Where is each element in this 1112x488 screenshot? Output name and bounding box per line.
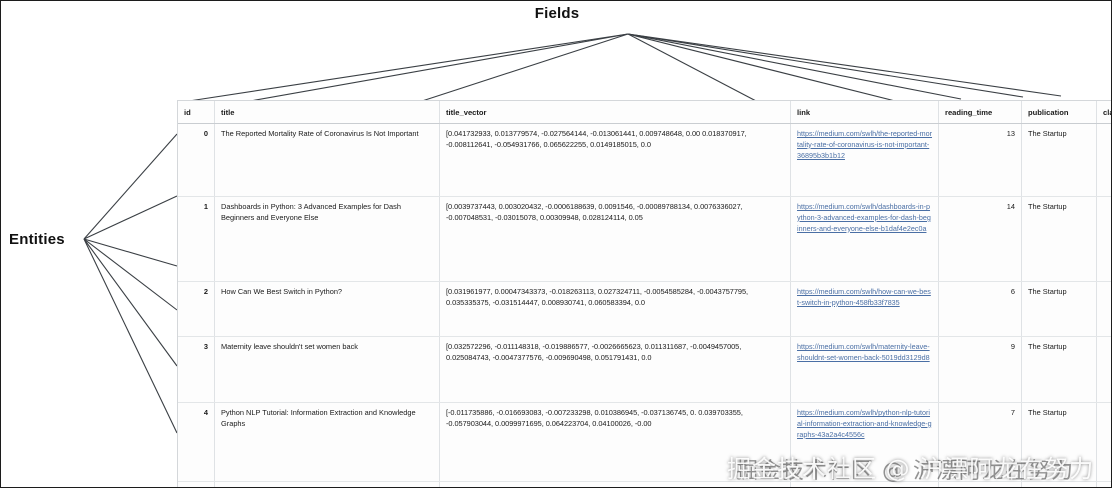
cell-title-vector: [0.041732933, 0.013779574, -0.027564144,… xyxy=(439,123,791,197)
cell-title-vector: [0.006832482, 0.012578678, -0.0032038011… xyxy=(439,481,791,487)
article-link[interactable]: https://medium.com/swlh/maternity-leave-… xyxy=(797,342,930,362)
cell-title-vector: [0.0039737443, 0.003020432, -0.000618863… xyxy=(439,196,791,282)
cell-claps: 1100 xyxy=(1096,123,1111,197)
cell-publication: The Startup xyxy=(1021,196,1097,282)
cell-reading-time: 7 xyxy=(938,402,1022,482)
cell-link[interactable]: https://medium.com/swlh/guide-to-nest-js… xyxy=(790,481,939,487)
cell-id: 4 xyxy=(178,402,215,482)
cell-publication: The Startup xyxy=(1021,336,1097,403)
column-header-claps[interactable]: claps xyxy=(1096,101,1111,124)
cell-title: The Reported Mortality Rate of Coronavir… xyxy=(214,123,440,197)
dataframe-table-container[interactable]: id title title_vector link reading_time … xyxy=(177,100,1111,487)
cell-claps: 726 xyxy=(1096,196,1111,282)
cell-reading-time: 6 xyxy=(938,281,1022,337)
column-header-title-vector[interactable]: title_vector xyxy=(439,101,791,124)
cell-title-vector: [0.032572296, -0.011148318, -0.019886577… xyxy=(439,336,791,403)
cell-claps: 460 xyxy=(1096,336,1111,403)
table-header-row: id title title_vector link reading_time … xyxy=(178,101,1111,124)
cell-id: 1 xyxy=(178,196,215,282)
dataframe-table: id title title_vector link reading_time … xyxy=(178,101,1111,487)
article-link[interactable]: https://medium.com/swlh/python-nlp-tutor… xyxy=(797,408,932,439)
column-header-id[interactable]: id xyxy=(178,101,215,124)
cell-id: 0 xyxy=(178,123,215,197)
cell-title-vector: [0.031961977, 0.00047343373, -0.01826311… xyxy=(439,281,791,337)
table-row[interactable]: 1 Dashboards in Python: 3 Advanced Examp… xyxy=(178,196,1111,282)
cell-link[interactable]: https://medium.com/swlh/dashboards-in-py… xyxy=(790,196,939,282)
cell-id: 2 xyxy=(178,281,215,337)
fields-connectors xyxy=(188,33,1062,104)
article-link[interactable]: https://medium.com/swlh/the-reported-mor… xyxy=(797,129,933,160)
cell-title: Python NLP Tutorial: Information Extract… xyxy=(214,402,440,482)
cell-link[interactable]: https://medium.com/swlh/maternity-leave-… xyxy=(790,336,939,403)
entities-connectors xyxy=(83,133,178,434)
table-row[interactable]: 0 The Reported Mortality Rate of Coronav… xyxy=(178,123,1111,197)
cell-id: 3 xyxy=(178,336,215,403)
cell-claps: 560 xyxy=(1096,281,1111,337)
cell-link[interactable]: https://medium.com/swlh/how-can-we-best-… xyxy=(790,281,939,337)
cell-link[interactable]: https://medium.com/swlh/python-nlp-tutor… xyxy=(790,402,939,482)
table-row[interactable]: 2 How Can We Best Switch in Python? [0.0… xyxy=(178,281,1111,337)
cell-title: Guide to Nest JS-RabbitMQ Microservices xyxy=(214,481,440,487)
article-link[interactable]: https://medium.com/swlh/dashboards-in-py… xyxy=(797,202,931,233)
cell-publication: The Startup xyxy=(1021,481,1097,487)
cell-publication: The Startup xyxy=(1021,123,1097,197)
entities-label: Entities xyxy=(9,231,65,248)
column-header-publication[interactable]: publication xyxy=(1021,101,1097,124)
fields-label: Fields xyxy=(534,5,580,22)
table-row[interactable]: 5 Guide to Nest JS-RabbitMQ Microservice… xyxy=(178,481,1111,487)
cell-publication: The Startup xyxy=(1021,402,1097,482)
cell-reading-time: 9 xyxy=(938,336,1022,403)
column-header-reading-time[interactable]: reading_time xyxy=(938,101,1022,124)
watermark: 掘金技术社区 @ 沪漂阿龙在努力 xyxy=(727,455,1095,483)
cell-title: Dashboards in Python: 3 Advanced Example… xyxy=(214,196,440,282)
column-header-link[interactable]: link xyxy=(790,101,939,124)
cell-title: How Can We Best Switch in Python? xyxy=(214,281,440,337)
cell-claps: 184 xyxy=(1096,481,1111,487)
cell-reading-time: 13 xyxy=(938,123,1022,197)
cell-title-vector: [-0.011735886, -0.016693083, -0.00723329… xyxy=(439,402,791,482)
table-row[interactable]: 4 Python NLP Tutorial: Information Extra… xyxy=(178,402,1111,482)
cell-publication: The Startup xyxy=(1021,281,1097,337)
cell-claps: 163 xyxy=(1096,402,1111,482)
table-body: 0 The Reported Mortality Rate of Coronav… xyxy=(178,123,1111,487)
cell-title: Maternity leave shouldn't set women back xyxy=(214,336,440,403)
cell-reading-time: 14 xyxy=(938,196,1022,282)
table-header: id title title_vector link reading_time … xyxy=(178,101,1111,124)
watermark-shadow: 掘金技术社区 @ 沪漂阿龙在努力 xyxy=(736,459,1074,484)
cell-link[interactable]: https://medium.com/swlh/the-reported-mor… xyxy=(790,123,939,197)
table-row[interactable]: 3 Maternity leave shouldn't set women ba… xyxy=(178,336,1111,403)
cell-id: 5 xyxy=(178,481,215,487)
article-link[interactable]: https://medium.com/swlh/how-can-we-best-… xyxy=(797,287,931,307)
cell-reading-time: 7 xyxy=(938,481,1022,487)
column-header-title[interactable]: title xyxy=(214,101,440,124)
